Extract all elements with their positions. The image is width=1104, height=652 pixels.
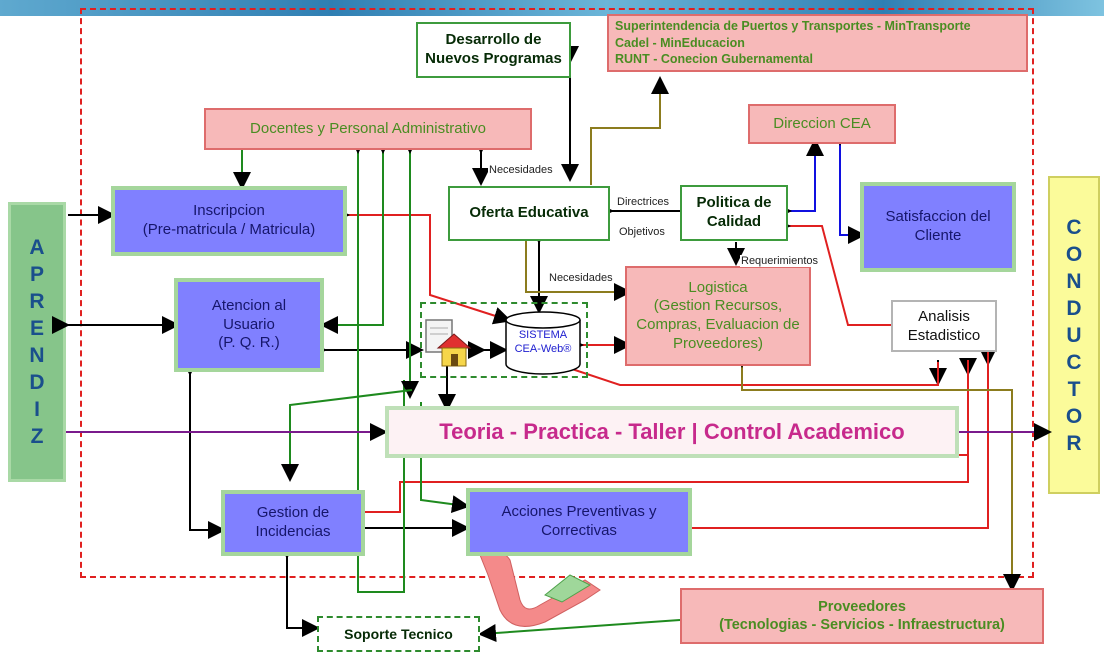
analisis-node[interactable]: Analisis Estadistico — [891, 300, 997, 352]
label-necesidades-bottom: Necesidades — [548, 272, 614, 284]
oferta-node[interactable]: Oferta Educativa — [448, 186, 610, 241]
desarrollo-node[interactable]: Desarrollo de Nuevos Programas — [416, 22, 571, 78]
label-directrices: Directrices — [616, 196, 670, 208]
logistica-node[interactable]: Logistica (Gestion Recursos, Compras, Ev… — [625, 266, 811, 366]
system-boundary — [80, 8, 1034, 578]
actor-letter: C — [1066, 215, 1082, 239]
docentes-node[interactable]: Docentes y Personal Administrativo — [204, 108, 532, 150]
actor-letter: R — [1066, 431, 1082, 455]
actor-letter: P — [29, 263, 44, 286]
actor-letter: I — [34, 398, 40, 421]
actor-letter: E — [29, 317, 44, 340]
soporte-node[interactable]: Soporte Tecnico — [317, 616, 480, 652]
label-necesidades-top: Necesidades — [488, 164, 554, 176]
actor-letter: D — [1066, 296, 1082, 320]
label-objetivos: Objetivos — [618, 226, 666, 238]
ribbon-arrow-icon — [479, 550, 601, 627]
actor-letter: D — [29, 371, 45, 394]
acciones-node[interactable]: Acciones Preventivas y Correctivas — [466, 488, 692, 556]
actor-letter: A — [29, 236, 45, 259]
sistema-label: SISTEMA CEA-Web® — [514, 329, 572, 355]
actor-letter: N — [1066, 269, 1082, 293]
atencion-node[interactable]: Atencion al Usuario (P. Q. R.) — [174, 278, 324, 372]
actor-letter: Z — [30, 425, 44, 448]
politica-node[interactable]: Politica de Calidad — [680, 185, 788, 241]
gestion-node[interactable]: Gestion de Incidencias — [221, 490, 365, 556]
actor-letter: U — [1066, 323, 1082, 347]
label-requerimientos: Requerimientos — [740, 255, 820, 267]
actor-letter: N — [29, 344, 45, 367]
superintendencia-node[interactable]: Superintendencia de Puertos y Transporte… — [607, 14, 1028, 72]
direccion-node[interactable]: Direccion CEA — [748, 104, 896, 144]
inscripcion-node[interactable]: Inscripcion (Pre-matricula / Matricula) — [111, 186, 347, 256]
database-icon — [505, 311, 581, 375]
system-container — [420, 302, 588, 378]
actor-letter: T — [1067, 377, 1081, 401]
actor-letter: C — [1066, 350, 1082, 374]
actor-letter: O — [1065, 404, 1083, 428]
proveedores-node[interactable]: Proveedores (Tecnologias - Servicios - I… — [680, 588, 1044, 644]
actor-letter: R — [29, 290, 45, 313]
satisfaccion-node[interactable]: Satisfaccion del Cliente — [860, 182, 1016, 272]
actor-letter: O — [1065, 242, 1083, 266]
house-icon — [425, 319, 472, 367]
teoria-node[interactable]: Teoria - Practica - Taller | Control Aca… — [385, 406, 959, 458]
